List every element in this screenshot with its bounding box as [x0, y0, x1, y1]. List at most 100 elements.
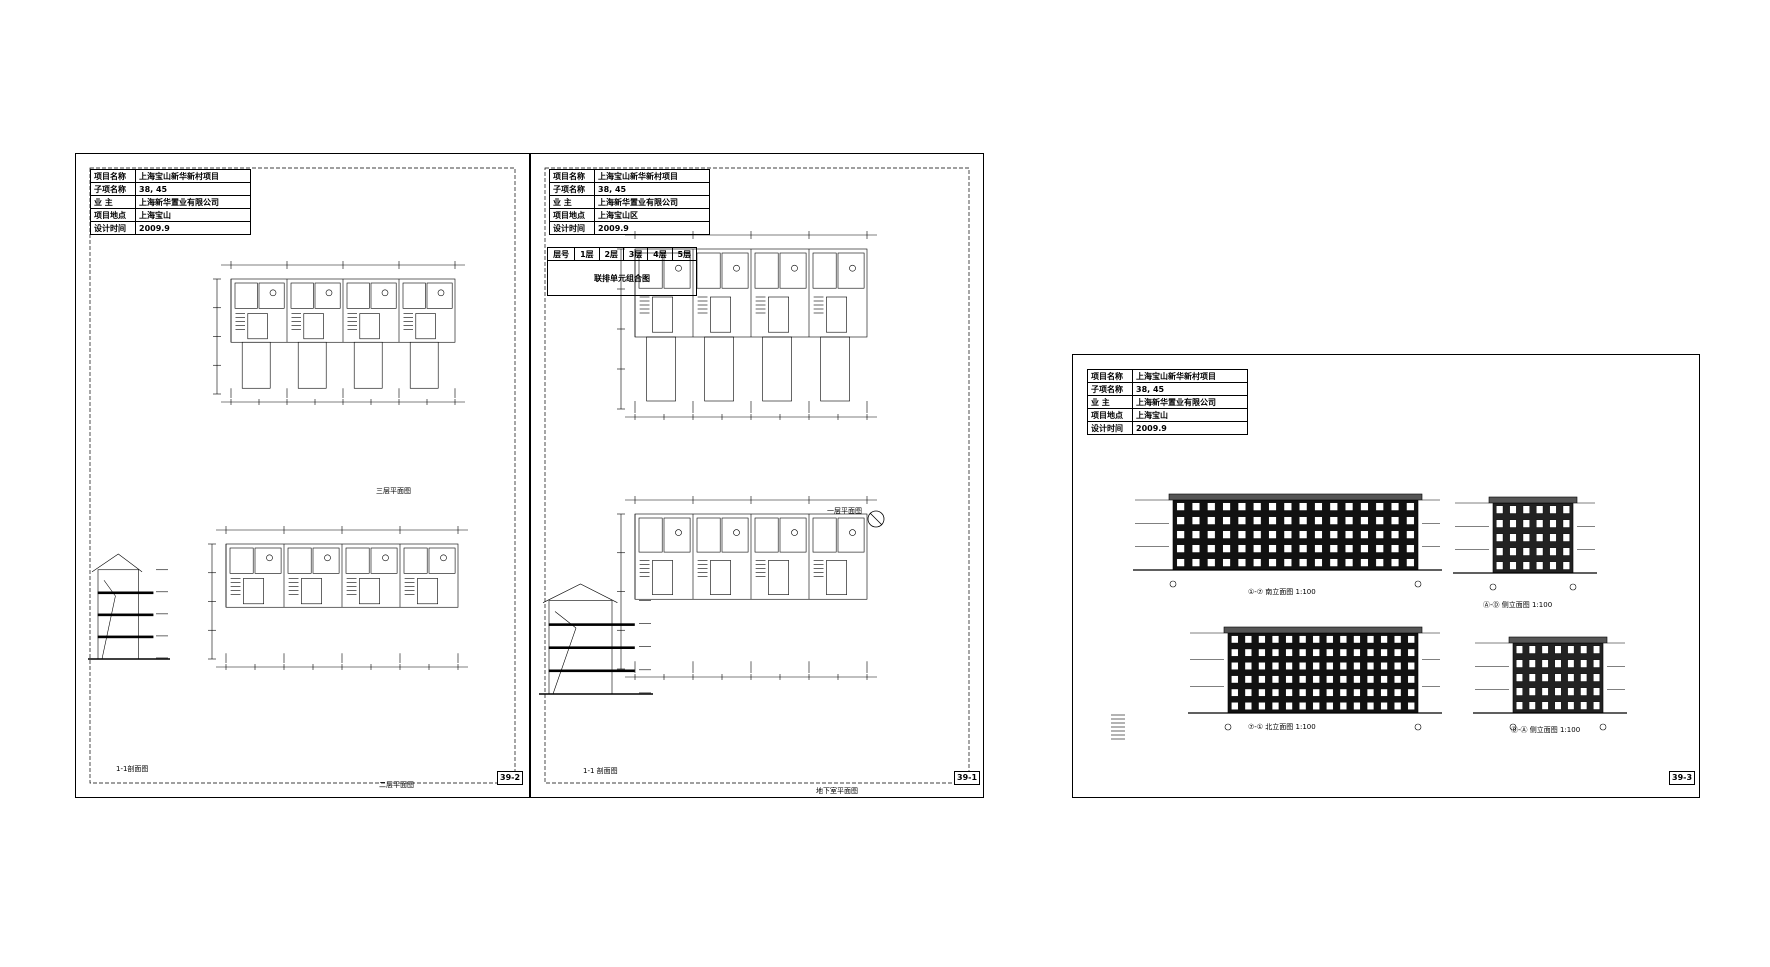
window [1283, 544, 1292, 553]
window [1554, 701, 1562, 710]
window [1567, 701, 1575, 710]
window [1549, 505, 1557, 514]
window [1299, 688, 1307, 697]
window [1271, 675, 1280, 684]
grid-bubble [1599, 723, 1607, 731]
window [1299, 675, 1307, 684]
room [234, 282, 258, 309]
window [1375, 558, 1384, 567]
window [1406, 516, 1415, 525]
room [812, 252, 837, 289]
room [721, 252, 749, 289]
window [1285, 675, 1293, 684]
caption-section-middle: 1-1 剖面图 [583, 767, 618, 775]
window [1258, 635, 1266, 644]
window [1339, 688, 1347, 697]
window [1285, 635, 1293, 644]
window [1562, 505, 1570, 514]
caption-second-floor-plan: 二层平面图 [379, 781, 414, 789]
rear-room [409, 341, 439, 389]
window [1522, 547, 1530, 556]
room [826, 560, 847, 595]
window [1222, 558, 1231, 567]
window [1496, 561, 1504, 570]
room [721, 517, 749, 553]
window [1299, 558, 1308, 567]
window [1271, 635, 1280, 644]
window [1271, 648, 1280, 657]
window [1562, 561, 1570, 570]
window [1231, 675, 1239, 684]
window [1522, 505, 1530, 514]
caption-basement-plan: 地下室平面图 [816, 787, 858, 795]
title-row: 项目名称上海宝山新华新村项目 [549, 169, 710, 183]
window [1244, 688, 1252, 697]
window [1528, 701, 1536, 710]
window [1536, 519, 1544, 528]
window [1516, 645, 1523, 654]
window [1314, 516, 1323, 525]
room [696, 252, 721, 289]
window [1326, 662, 1334, 670]
window [1593, 659, 1600, 668]
window [1360, 544, 1369, 553]
window [1299, 502, 1308, 511]
window [1244, 675, 1252, 684]
grid-bubble [1489, 583, 1497, 591]
window [1509, 561, 1517, 570]
window [1244, 702, 1252, 710]
window [1353, 648, 1361, 657]
window [1522, 519, 1530, 528]
window [1353, 688, 1361, 697]
window [1509, 505, 1517, 514]
window [1268, 544, 1277, 553]
window [1329, 544, 1338, 553]
window [1326, 702, 1334, 710]
window [1285, 702, 1293, 710]
window [1312, 662, 1320, 670]
window [1528, 645, 1536, 654]
stair-run [101, 595, 116, 660]
window [1258, 675, 1266, 684]
caption-third-floor-plan: 三层平面图 [376, 487, 411, 495]
window [1407, 688, 1415, 697]
window [1536, 533, 1544, 542]
title-row: 项目地点上海宝山区 [549, 208, 710, 222]
room [663, 517, 691, 553]
room [254, 547, 282, 574]
sheet-code-left: 39-2 [497, 771, 524, 785]
fixture [382, 554, 389, 562]
window [1580, 645, 1588, 654]
fixture [266, 554, 273, 562]
window [1353, 702, 1361, 710]
window [1231, 635, 1239, 644]
title-row: 项目名称上海宝山新华新村项目 [90, 169, 251, 183]
window [1366, 702, 1375, 710]
window [1339, 662, 1347, 670]
window [1191, 516, 1200, 525]
window [1299, 702, 1307, 710]
title-row: 项目地点上海宝山 [1087, 408, 1248, 422]
rear-room [704, 336, 734, 402]
room [359, 313, 380, 340]
window [1406, 502, 1415, 511]
window [1283, 502, 1292, 511]
window [1394, 648, 1402, 657]
window [1567, 645, 1575, 654]
title-value: 2009.9 [1132, 421, 1248, 435]
window [1366, 648, 1375, 657]
window [1258, 688, 1266, 697]
window [1299, 635, 1307, 644]
room [312, 547, 340, 574]
window [1375, 516, 1384, 525]
window [1271, 662, 1280, 670]
room [652, 296, 674, 333]
window [1549, 519, 1557, 528]
window [1549, 547, 1557, 556]
room [303, 313, 324, 340]
window [1312, 648, 1320, 657]
